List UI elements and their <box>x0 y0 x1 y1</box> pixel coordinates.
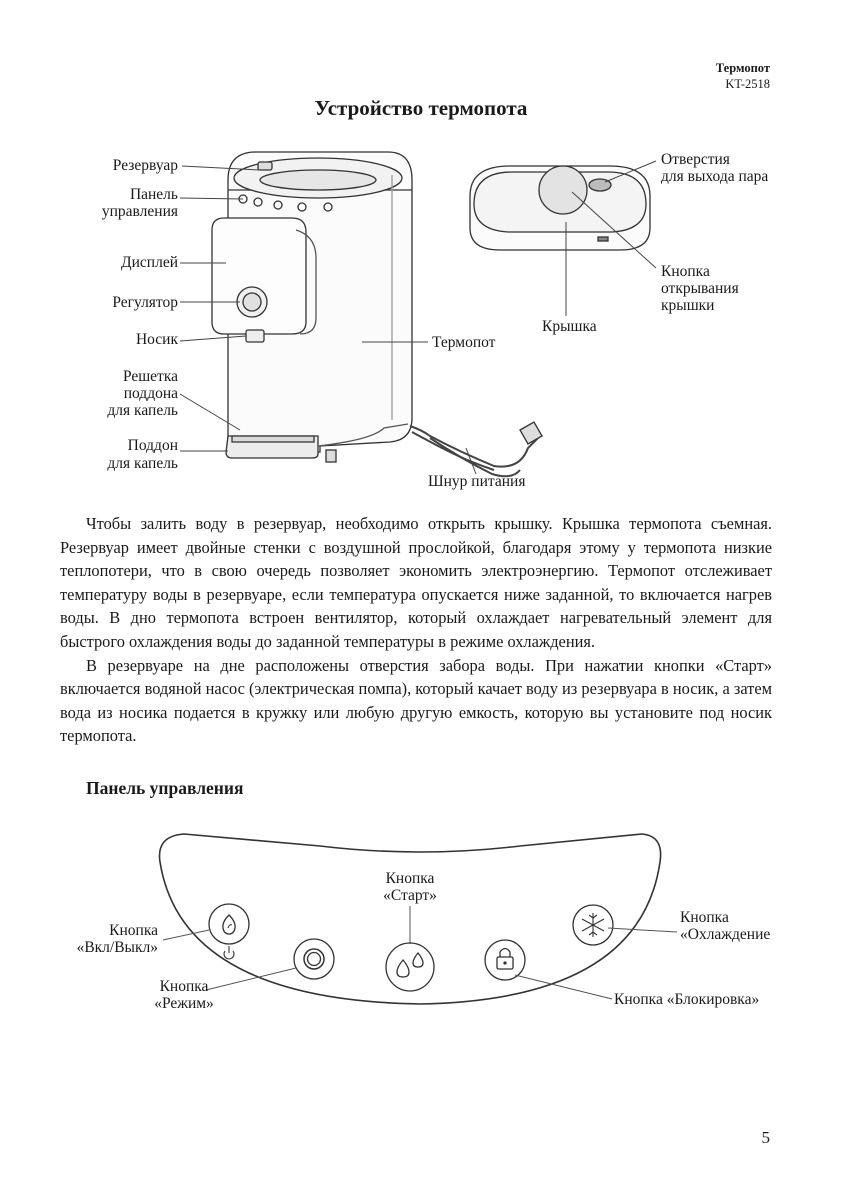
thermopot-illustration <box>211 151 543 478</box>
label-grill-3: для капель <box>107 402 178 419</box>
label-lid-button-3: крышки <box>661 297 715 314</box>
label-spout: Носик <box>135 331 178 348</box>
label-tray-2: для капель <box>107 455 178 472</box>
label-lid-button-1: Кнопка <box>661 263 710 280</box>
label-power-1: Кнопка <box>109 922 158 939</box>
panel-heading: Панель управления <box>86 778 244 798</box>
label-grill-2: поддона <box>123 385 178 402</box>
header-model: KT-2518 <box>725 77 770 91</box>
label-mode-1: Кнопка <box>159 978 209 995</box>
lid-illustration <box>469 165 651 251</box>
paragraph-2: В резервуаре на дне расположены отверсти… <box>60 655 772 746</box>
label-lid-button-2: открывания <box>661 280 739 297</box>
label-mode-2: «Режим» <box>154 995 214 1012</box>
paragraph-1: Чтобы залить воду в резервуар, необходим… <box>60 514 772 651</box>
page-number: 5 <box>761 1128 771 1147</box>
label-reservoir: Резервуар <box>112 157 178 174</box>
lock-button <box>484 939 526 981</box>
mode-button <box>293 938 335 980</box>
label-cord: Шнур питания <box>428 473 526 490</box>
label-power-2: «Вкл/Выкл» <box>76 939 158 956</box>
label-control-panel-2: управления <box>101 203 178 220</box>
power-button <box>208 903 250 960</box>
page-title: Устройство термопота <box>314 96 528 120</box>
label-tray-1: Поддон <box>127 437 178 454</box>
label-cool-2: «Охлаждение <box>680 926 771 943</box>
label-start-2: «Старт» <box>383 887 437 904</box>
label-start-1: Кнопка <box>385 870 435 887</box>
label-control-panel-1: Панель <box>129 186 178 203</box>
label-regulator: Регулятор <box>112 294 178 311</box>
label-steam-2: для выхода пара <box>661 168 769 185</box>
label-thermopot: Термопот <box>432 334 496 351</box>
label-steam-1: Отверстия <box>661 151 730 168</box>
label-cool-1: Кнопка <box>680 909 729 926</box>
header-title: Термопот <box>715 61 770 75</box>
label-grill-1: Решетка <box>122 368 178 385</box>
label-lock: Кнопка «Блокировка» <box>614 991 760 1008</box>
label-lid: Крышка <box>542 318 597 335</box>
label-display: Дисплей <box>121 254 178 271</box>
body-text: Чтобы залить воду в резервуар, необходим… <box>60 512 772 748</box>
cool-button <box>572 904 614 946</box>
